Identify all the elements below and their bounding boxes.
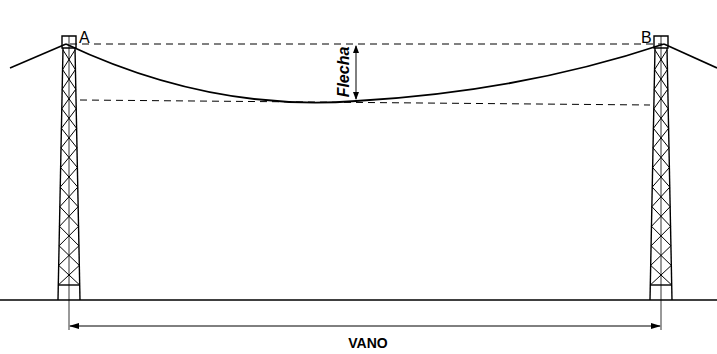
ground-line bbox=[0, 299, 717, 301]
point-label: A bbox=[79, 30, 90, 46]
lattice-bracing bbox=[650, 50, 671, 285]
lattice-tower bbox=[58, 36, 80, 330]
conductor bbox=[10, 44, 66, 68]
span-dimension bbox=[69, 323, 661, 329]
sag-dimension bbox=[353, 45, 359, 100]
lattice-bracing bbox=[59, 50, 80, 285]
conductor bbox=[66, 44, 664, 103]
sag-label: Flecha bbox=[336, 46, 352, 99]
lattice-bracing bbox=[58, 50, 671, 285]
dashed-line bbox=[80, 100, 650, 105]
conductor bbox=[664, 44, 717, 68]
span-label: VANO bbox=[345, 336, 390, 350]
point-label: B bbox=[641, 30, 652, 46]
lattice-bracing bbox=[651, 50, 672, 285]
lattice-bracing bbox=[58, 50, 79, 285]
lattice-tower bbox=[650, 36, 672, 330]
dashed-line bbox=[70, 44, 662, 45]
